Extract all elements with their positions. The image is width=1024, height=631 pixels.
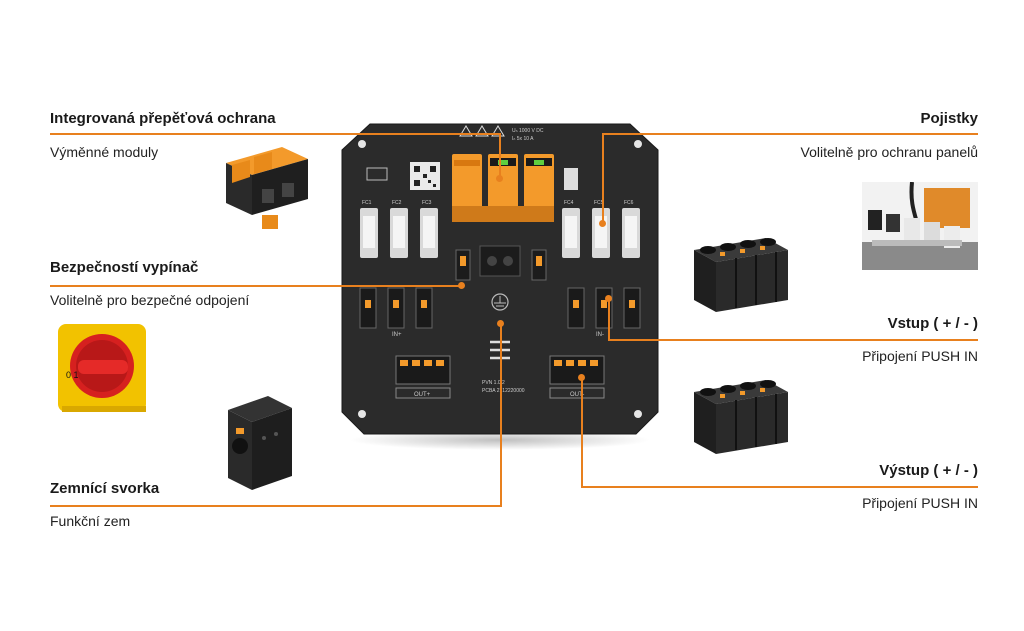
input-leader-dot bbox=[605, 295, 612, 302]
input-terminal-image bbox=[694, 238, 788, 312]
switch-subtitle: Volitelně pro bezpečné odpojení bbox=[50, 292, 250, 308]
surge-leader-drop bbox=[499, 133, 501, 178]
input-terminals: IN+ IN- bbox=[359, 287, 641, 338]
input-leader-line bbox=[608, 339, 978, 341]
surge-subtitle: Výměnné moduly bbox=[50, 144, 159, 160]
fuses-leader-dot bbox=[599, 220, 606, 227]
surge-title: Integrovaná přepěťová ochrana bbox=[50, 110, 276, 127]
switch-title: Bezpečností vypínač bbox=[50, 259, 199, 276]
fuse-label-2: FC2 bbox=[392, 200, 402, 206]
out-plus-label: OUT+ bbox=[414, 392, 431, 398]
fuses-title: Pojistky bbox=[920, 110, 978, 127]
surge-leader-dot bbox=[496, 175, 503, 182]
ground-subtitle: Funkční zem bbox=[50, 513, 131, 529]
switch-marks: 0 1 bbox=[66, 370, 79, 380]
board-current-text: Iₙ 5x 10 A bbox=[512, 136, 534, 142]
fuse-photo-image bbox=[862, 182, 978, 270]
board-voltage-text: Uₙ 1000 V DC bbox=[512, 128, 544, 134]
fuse-label-1: FC1 bbox=[362, 200, 372, 206]
surge-leader-line bbox=[50, 133, 501, 135]
out-minus-label: OUT- bbox=[570, 392, 584, 398]
ground-leader-dot bbox=[497, 320, 504, 327]
model-text: PVN 1.0.2 bbox=[482, 380, 505, 386]
output-terminal-image bbox=[694, 380, 788, 454]
fuse-holders: FC1 FC2 FC3 FC4 FC5 FC6 bbox=[360, 200, 640, 258]
ground-leader-line bbox=[50, 505, 502, 507]
pcba-text: PCBA 2712220000 bbox=[482, 388, 525, 394]
safety-switch-image: 0 1 bbox=[58, 324, 146, 412]
output-subtitle: Připojení PUSH IN bbox=[862, 495, 978, 511]
output-terminals: OUT+ OUT- bbox=[395, 355, 605, 399]
fuse-label-3: FC3 bbox=[422, 200, 432, 206]
ground-title: Zemnící svorka bbox=[50, 480, 160, 497]
switch-leader-line bbox=[50, 285, 462, 287]
fuse-label-6: FC6 bbox=[624, 200, 634, 206]
surge-protection-modules bbox=[452, 154, 554, 222]
output-title: Výstup ( + / - ) bbox=[879, 462, 978, 479]
surge-module-image bbox=[226, 147, 308, 229]
input-subtitle: Připojení PUSH IN bbox=[862, 348, 978, 364]
combiner-board-image: Uₙ 1000 V DC Iₙ 5x 10 A FC1 FC2 FC3 bbox=[341, 123, 659, 450]
output-leader-rise bbox=[581, 378, 583, 488]
in-plus-label: IN+ bbox=[392, 332, 402, 338]
output-leader-line bbox=[581, 486, 978, 488]
in-minus-label: IN- bbox=[596, 332, 604, 338]
fuse-label-4: FC4 bbox=[564, 200, 574, 206]
fuses-leader-line bbox=[602, 133, 978, 135]
fuse-label-5: FC5 bbox=[594, 200, 604, 206]
input-leader-rise bbox=[608, 298, 610, 341]
fuses-subtitle: Volitelně pro ochranu panelů bbox=[800, 144, 978, 160]
switch-leader-dot bbox=[458, 282, 465, 289]
ground-terminal-image bbox=[228, 396, 292, 490]
ground-leader-rise bbox=[500, 324, 502, 507]
fuses-leader-drop bbox=[602, 133, 604, 223]
input-title: Vstup ( + / - ) bbox=[887, 315, 978, 332]
output-leader-dot bbox=[578, 374, 585, 381]
